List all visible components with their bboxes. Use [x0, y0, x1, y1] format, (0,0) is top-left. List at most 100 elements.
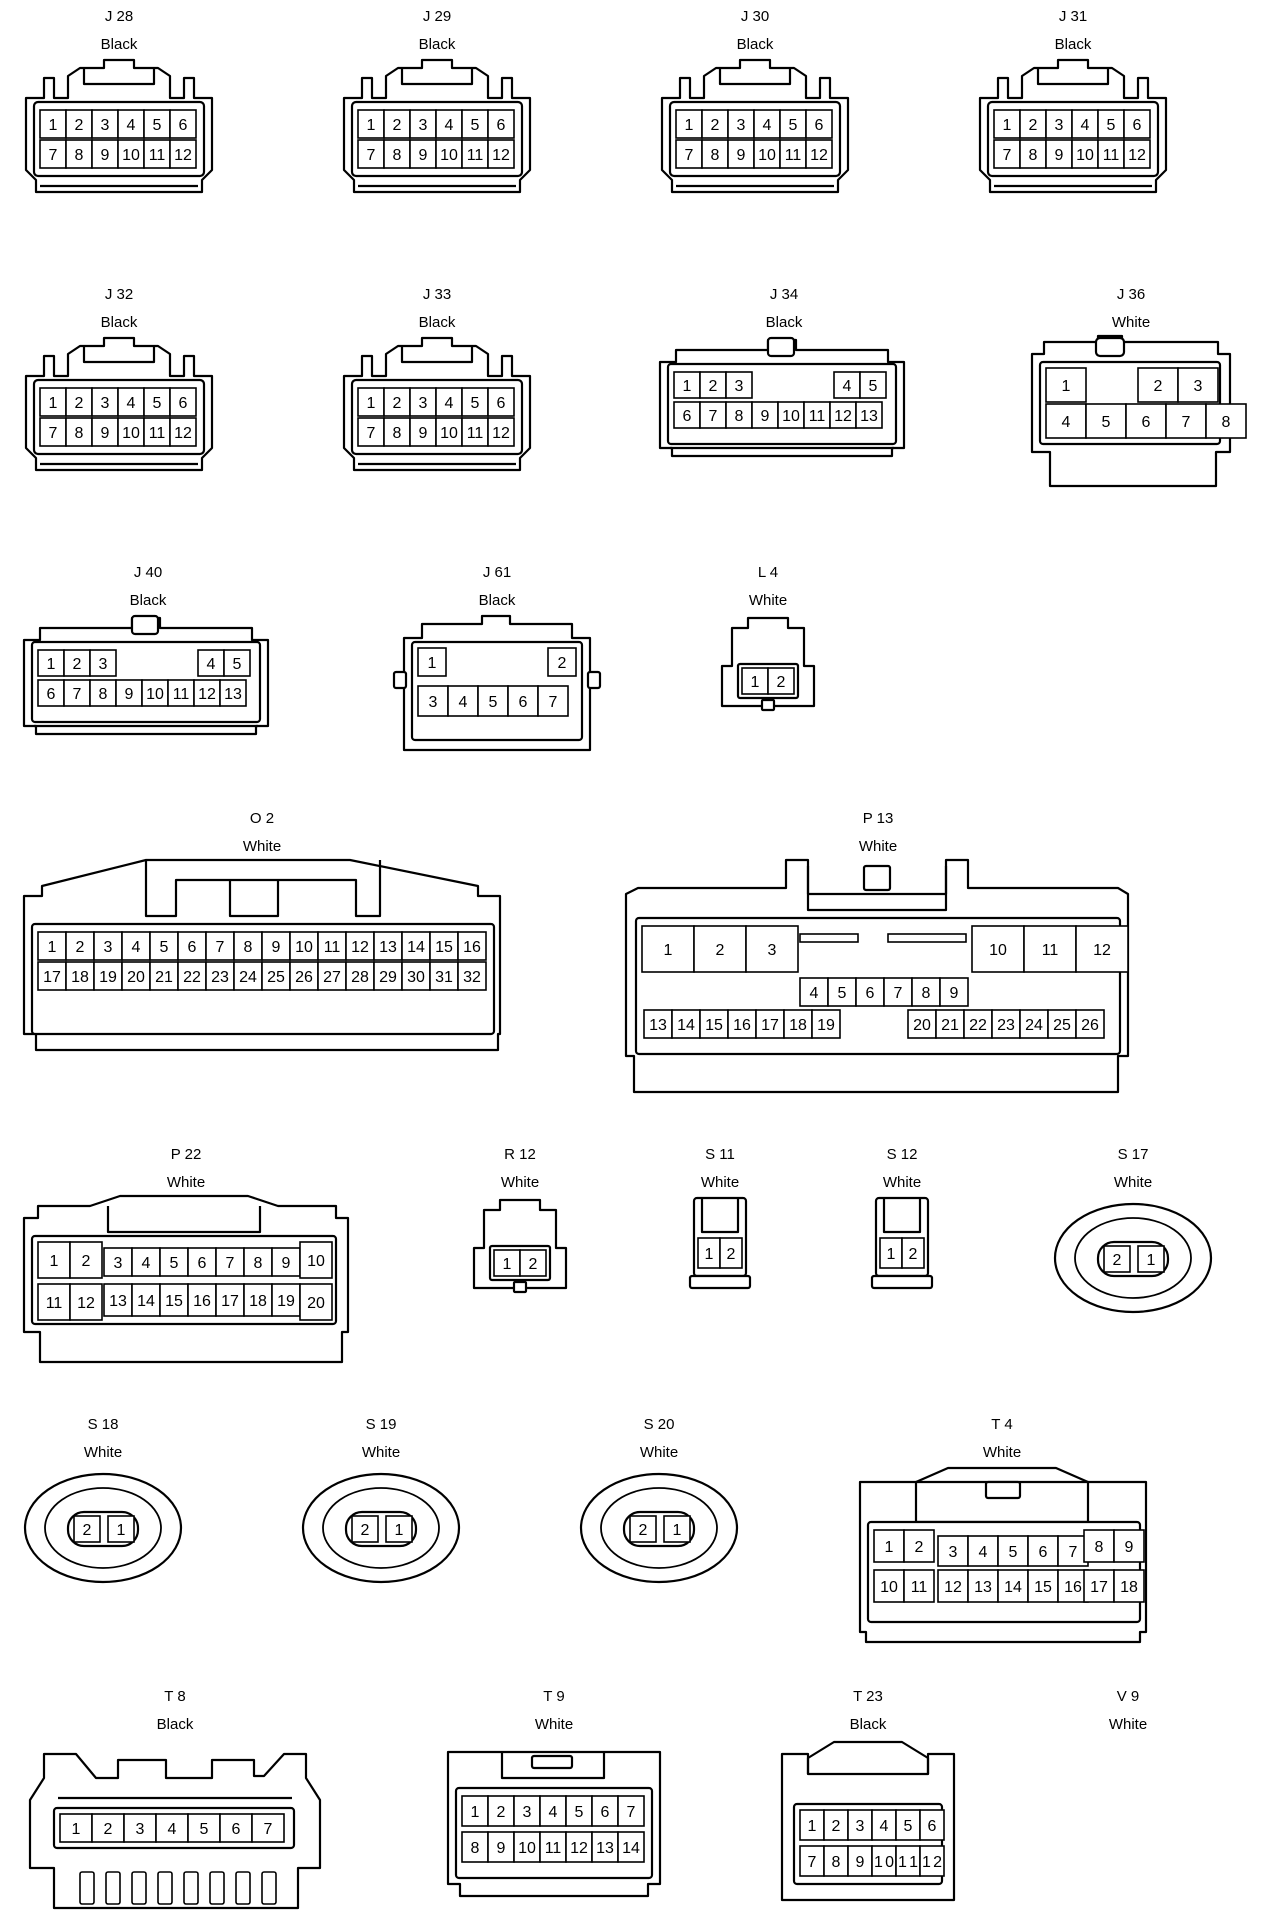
pin-label: 2: [909, 1246, 918, 1263]
housing-outline: [1030, 334, 1232, 488]
pin-label: 4: [880, 1818, 889, 1835]
pin-label: 30: [407, 969, 425, 986]
pin-label: 4: [207, 656, 216, 673]
pin-label: 4: [979, 1544, 988, 1561]
pin-label: 7: [549, 694, 558, 711]
pin-cell: [513, 1795, 541, 1827]
pin-cell: [971, 925, 1025, 973]
connector-name: O 2: [249, 810, 275, 827]
pin-cell: [89, 649, 117, 677]
pin-cell: [37, 649, 65, 677]
pin-label: 8: [75, 147, 84, 164]
pin-label: 12: [351, 939, 369, 956]
connector-color: Black: [418, 314, 456, 331]
pin-cell: [937, 1569, 969, 1603]
pin-cell: [811, 1009, 841, 1039]
pin-cell: [699, 1009, 729, 1039]
pin-cell: [461, 1831, 489, 1863]
pin-label: 6: [1142, 414, 1151, 431]
pin-cell: [447, 685, 479, 717]
pin-label: 1: [49, 117, 58, 134]
pin-cell: [719, 1237, 743, 1269]
pin-label: 2: [104, 1821, 113, 1838]
pin-cell: [895, 1845, 921, 1877]
pin-label: 8: [393, 147, 402, 164]
pin-label: 6: [47, 686, 56, 703]
pin-label: 17: [43, 969, 61, 986]
pin-cell: [565, 1831, 593, 1863]
pin-cell: [1083, 1569, 1115, 1603]
pin-label: 5: [160, 939, 169, 956]
pin-label: 10: [880, 1579, 898, 1596]
pin-label: 14: [407, 939, 425, 956]
connector-name: S 18: [87, 1416, 119, 1433]
housing-outline: [342, 58, 532, 194]
pin-cell: [755, 1009, 785, 1039]
pin-label: 1: [1003, 117, 1012, 134]
pin-cell: [629, 1515, 657, 1543]
pin-label: 7: [49, 425, 58, 442]
latch-inner: [228, 880, 280, 918]
pin-cell: [357, 387, 385, 417]
pin-label: 3: [1055, 117, 1064, 134]
pin-cell: [1071, 139, 1099, 169]
pin-cell: [271, 1283, 301, 1317]
pin-cell: [299, 1241, 333, 1279]
pin-cell: [487, 139, 515, 169]
pin-label: 2: [639, 1522, 648, 1539]
pin-label: 6: [866, 985, 875, 1002]
pin-label: 8: [75, 425, 84, 442]
pin-cell: [141, 679, 169, 707]
pin-label: 11: [467, 425, 484, 442]
pin-cell: [117, 387, 145, 417]
housing-outline: [660, 58, 850, 194]
pin-label: 6: [928, 1818, 937, 1835]
pin-label: 17: [761, 1017, 779, 1034]
pin-label: 26: [1081, 1017, 1099, 1034]
pin-cell: [401, 931, 431, 961]
pin-label: 8: [1222, 414, 1231, 431]
pin-cell: [727, 139, 755, 169]
pin-label: 1: [685, 117, 694, 134]
pin-label: 2: [529, 1256, 538, 1273]
pin-label: 14: [622, 1840, 640, 1857]
pin-cell: [1019, 139, 1047, 169]
pin-label: 4: [843, 378, 852, 395]
pin-label: 17: [221, 1293, 239, 1310]
pin-label: 13: [649, 1017, 667, 1034]
pin-label: 25: [267, 969, 285, 986]
pin-cell: [617, 1831, 645, 1863]
pin-label: 5: [489, 694, 498, 711]
pin-label: 2: [76, 939, 85, 956]
pin-cell: [1075, 1009, 1105, 1039]
connector-color: White: [982, 1444, 1022, 1461]
pin-label: 12: [1093, 942, 1111, 959]
pin-cell: [673, 371, 701, 399]
pin-label: 1: [49, 395, 58, 412]
pin-cell: [167, 679, 195, 707]
pin-cell: [833, 371, 861, 399]
pin-cell: [847, 1809, 873, 1841]
pin-label: 2: [709, 378, 718, 395]
pin-cell: [823, 1845, 849, 1877]
connector-color: Black: [765, 314, 803, 331]
pin-cell: [643, 1009, 673, 1039]
pin-cell: [1113, 1569, 1145, 1603]
latch-outline: [400, 68, 474, 86]
pin-label: 7: [1069, 1544, 1078, 1561]
latch-outline: [882, 1198, 922, 1234]
pin-cell: [1027, 1535, 1059, 1567]
pin-label: 23: [997, 1017, 1015, 1034]
pin-cell: [219, 1813, 253, 1843]
pin-cell: [967, 1535, 999, 1567]
pin-label: 31: [435, 969, 453, 986]
latch-outline: [106, 1206, 262, 1234]
pin-cell: [131, 1283, 161, 1317]
pin-label: 9: [497, 1840, 506, 1857]
housing-outline: [720, 616, 816, 708]
pin-label: 1: [50, 1253, 59, 1270]
